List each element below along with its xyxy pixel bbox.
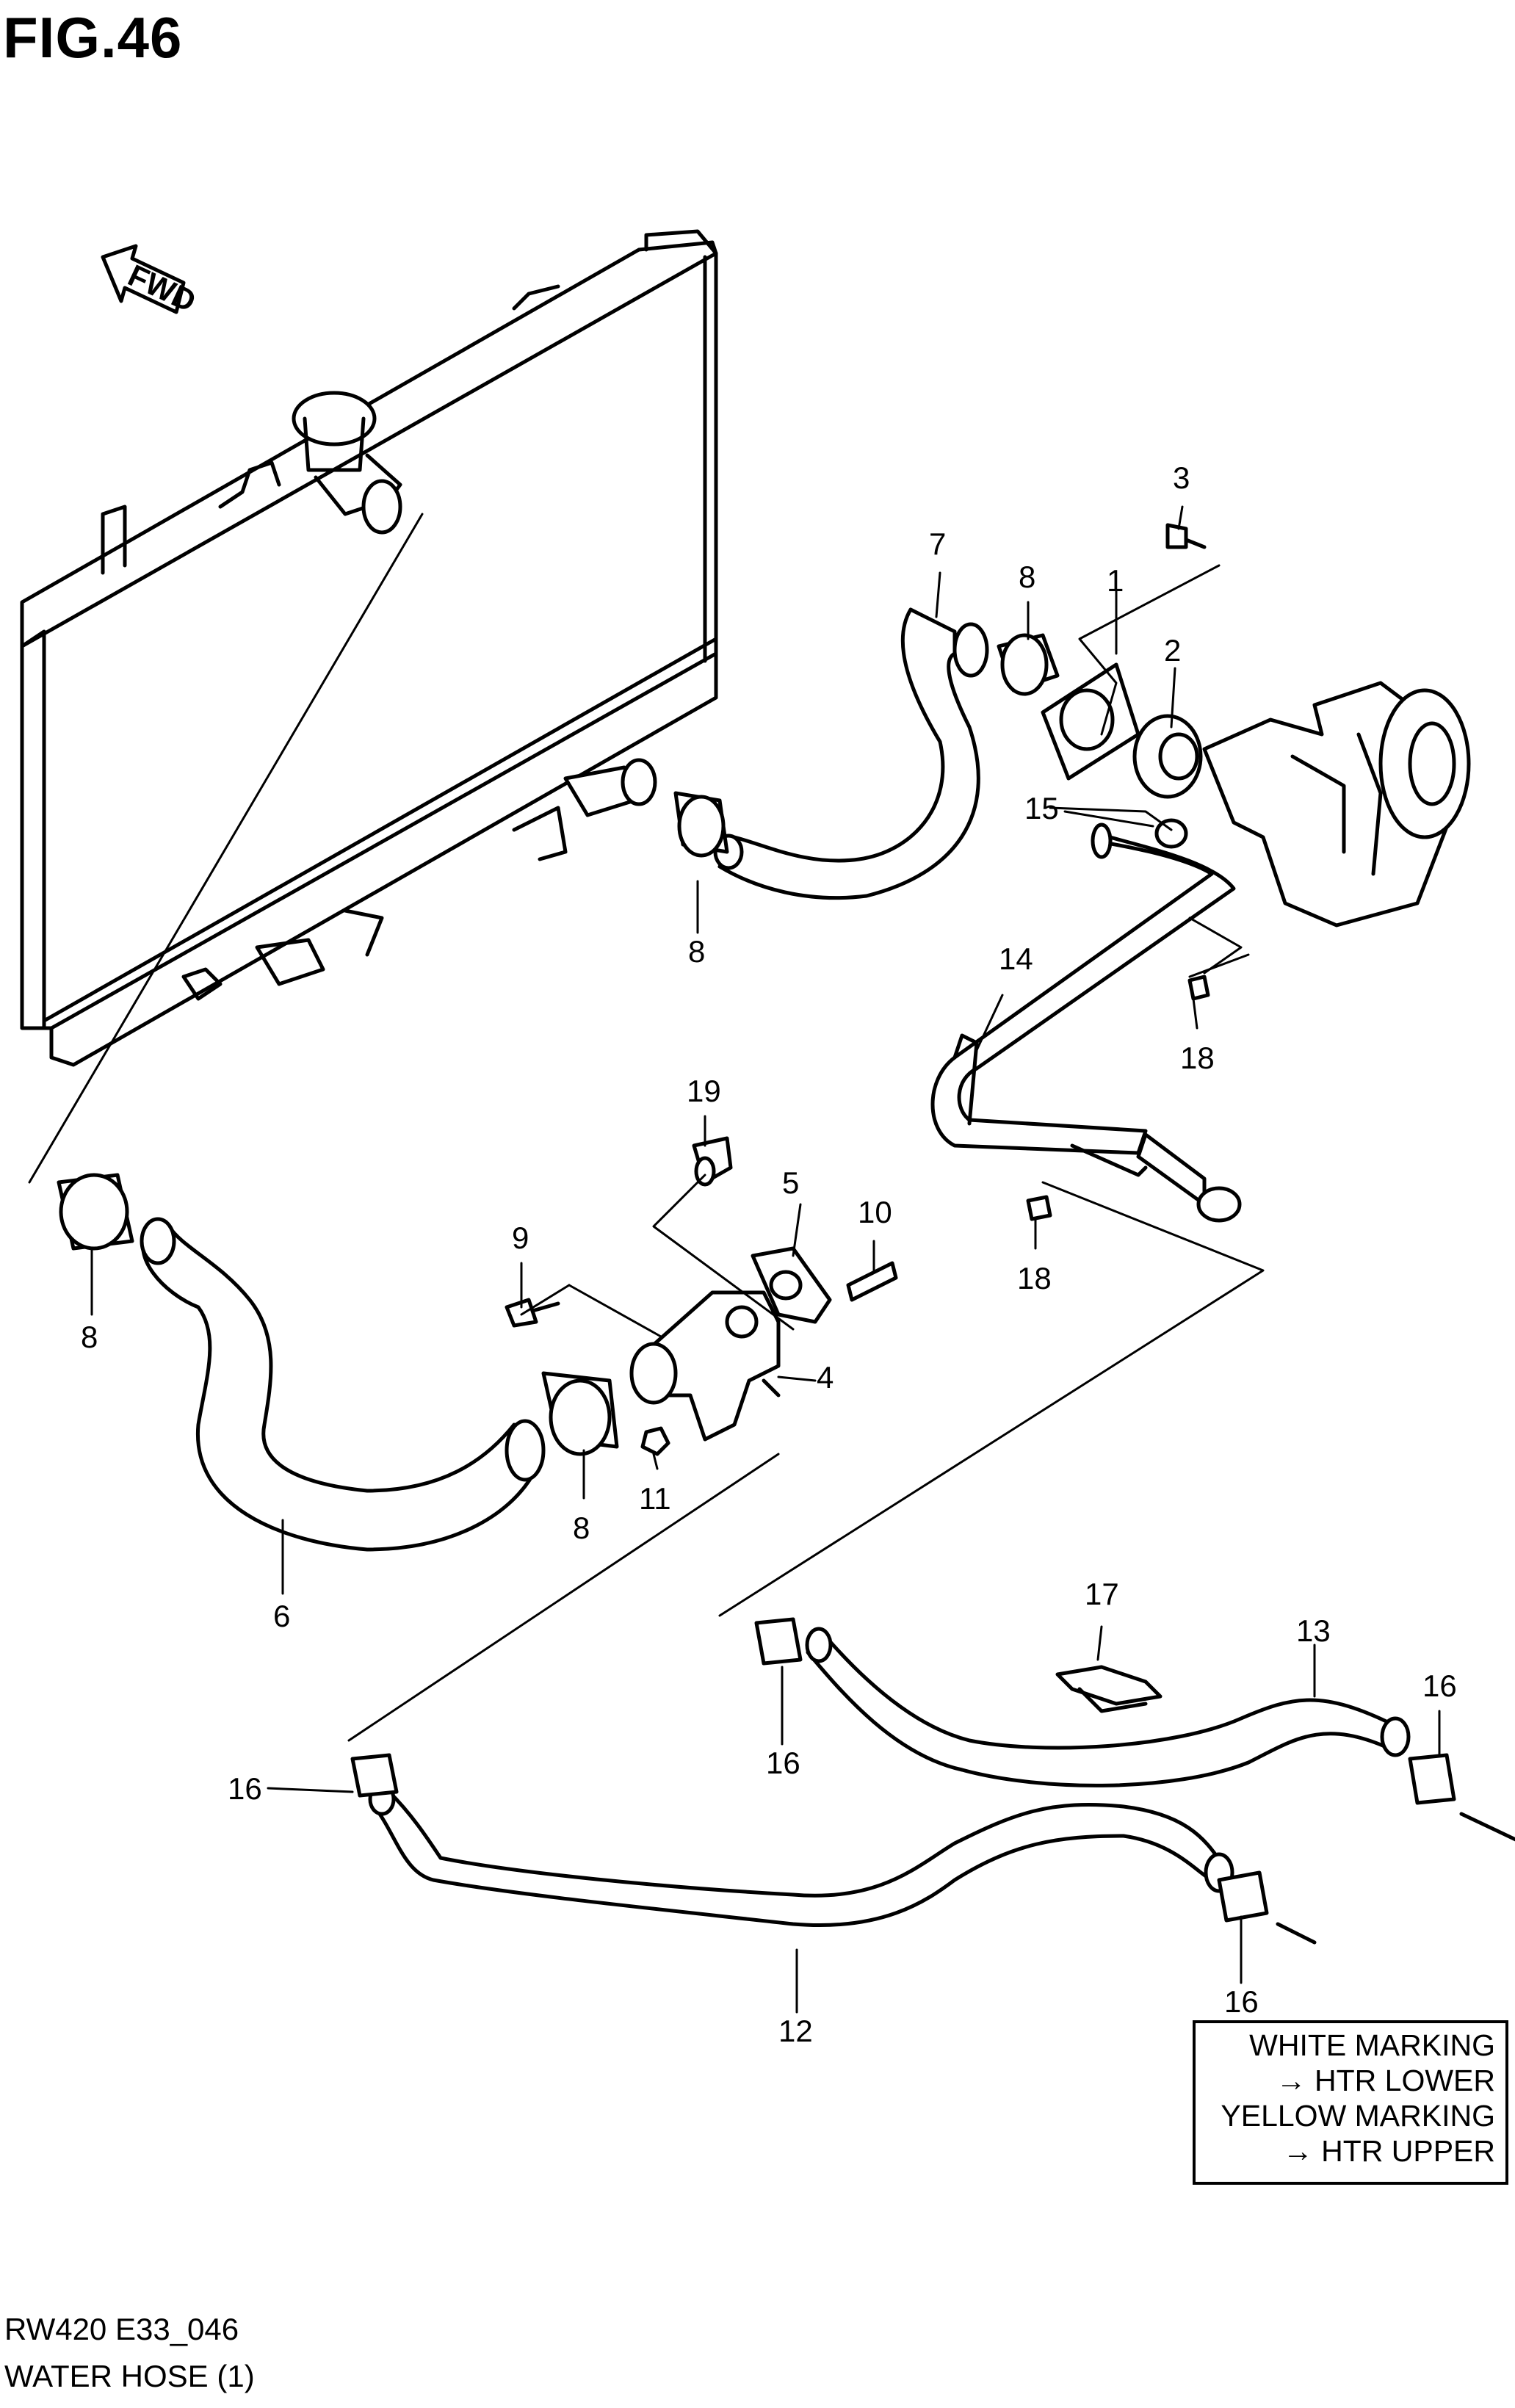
legend-htr-lower: → HTR LOWER [1276,2064,1495,2097]
callout-19: 19 [687,1074,721,1108]
holder-17 [1055,1665,1163,1713]
legend-yellow-marking: YELLOW MARKING [1221,2099,1495,2133]
callout-14: 14 [999,941,1033,976]
clamp-16-a [754,1617,803,1666]
radiator [20,229,718,1067]
callout-17: 17 [1085,1577,1119,1611]
clamp-8-left [57,1173,134,1251]
callout-10: 10 [858,1195,892,1229]
callout-5: 5 [782,1165,799,1200]
clamp-16-c [350,1753,399,1798]
thermostat-cover-1 [1041,662,1140,781]
leader-lines [28,513,1265,1742]
callout-16-a: 16 [766,1746,800,1780]
callout-11: 11 [639,1481,671,1516]
callout-2: 2 [1164,633,1181,668]
hose-13 [805,1627,1411,1787]
hose-7 [713,607,989,900]
gasket-5 [751,1246,832,1324]
bolt-18-upper [1187,975,1210,1001]
thermostat-2 [1132,714,1203,799]
water-outlet-4 [629,1290,781,1442]
bolt-9 [505,1298,560,1328]
diagram-code: RW420 E33_046 [4,2312,239,2346]
figure-title: FIG.46 [3,5,183,70]
nut-11 [640,1426,670,1456]
callout-18-upper: 18 [1180,1041,1215,1075]
clamp-16-b [1408,1753,1456,1805]
callout-15: 15 [1024,791,1059,825]
callout-1: 1 [1107,563,1124,598]
sensor-19 [692,1136,733,1187]
callout-3: 3 [1173,460,1190,495]
fwd-label: FWD [123,258,201,319]
arrow-htr-lower-icon [1276,1922,1317,1945]
color-marking-legend: WHITE MARKING → HTR LOWER YELLOW MARKING… [1193,2020,1508,2185]
stud-10 [846,1261,898,1302]
callout-8-mid: 8 [573,1511,590,1545]
callout-16-b: 16 [1422,1668,1457,1703]
bolt-3 [1165,523,1207,549]
callout-8-left: 8 [81,1320,98,1354]
callout-8-lower: 8 [688,934,705,969]
callout-16-d: 16 [1224,1984,1259,2019]
legend-white-marking: WHITE MARKING [1249,2028,1495,2062]
callout-numbers: 1 2 3 4 5 6 7 8 8 8 8 9 10 11 12 13 14 1… [81,460,1457,2048]
clamp-16-d [1217,1870,1269,1923]
callout-18-lower: 18 [1017,1261,1052,1295]
callout-16-c: 16 [228,1771,262,1806]
o-ring-15 [1154,818,1188,849]
callout-7: 7 [929,527,946,561]
callout-4: 4 [817,1360,834,1395]
bolt-18-lower [1026,1195,1052,1221]
diagram-caption: WATER HOSE (1) [4,2359,255,2393]
water-pump-housing [1202,681,1471,928]
callout-leaders [90,505,1441,2014]
callout-6: 6 [273,1599,290,1633]
fwd-arrow-icon [101,244,186,314]
clamp-8-lower-right [673,791,729,858]
hose-12 [368,1782,1234,1928]
legend-htr-upper: → HTR UPPER [1282,2134,1495,2168]
callout-9: 9 [512,1221,529,1255]
arrow-htr-upper-icon [1459,1812,1515,1842]
pipe-14 [930,822,1242,1223]
callout-12: 12 [778,2014,813,2048]
hose-6 [140,1217,546,1552]
clamp-8-mid [541,1371,619,1456]
clamp-8-upper [997,633,1060,696]
callout-8-upper: 8 [1019,560,1035,594]
callout-13: 13 [1296,1613,1331,1648]
